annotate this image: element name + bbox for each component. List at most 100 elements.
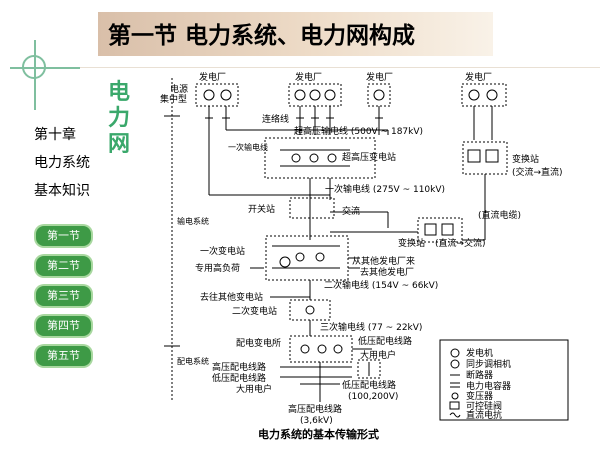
plant-label: 发电厂 — [295, 71, 322, 83]
legend-label: 变压器 — [466, 390, 493, 402]
transformer-icon — [300, 344, 310, 354]
nav-button-section-4[interactable]: 第四节 — [36, 316, 91, 336]
distribution-substation-label: 配电变电所 — [236, 337, 281, 349]
chapter-subtitle: 电力系统 — [34, 155, 90, 171]
power-plant-box — [461, 83, 507, 107]
synchronous-condenser-legend-icon — [450, 359, 460, 369]
page-title: 第一节 电力系统、电力网构成 — [108, 23, 416, 49]
switch-station-label: 开关站 — [248, 203, 275, 215]
large-user-label: 大用电户 — [360, 349, 396, 361]
first-line-label: 一次输电线 (275V ~ 110kV) — [325, 183, 445, 195]
first-substation-box — [265, 235, 349, 281]
label-source-group: 电源集中型 — [160, 83, 188, 105]
thyristor-valve-icon — [441, 223, 454, 236]
legend-label: 可控硅阀 — [466, 400, 502, 412]
decorative-circle — [22, 55, 46, 79]
generator-legend-icon — [450, 348, 460, 358]
thyristor-legend-icon — [449, 401, 460, 410]
converter-mode-label: (交流→直流) — [512, 166, 563, 178]
synchronous-condenser-icon — [279, 256, 291, 268]
plant-label: 发电厂 — [366, 71, 393, 83]
ehv-line-label: 超高压输电线 (500V ~ 187kV) — [294, 125, 423, 137]
legend-label: 电力电容器 — [466, 380, 511, 392]
transformer-icon — [295, 252, 305, 262]
lv-voltage-label: (100,200V) — [348, 392, 398, 402]
ehv-substation-label: 超高压变电站 — [342, 151, 396, 163]
second-line-label: 二次输电线 (154V ~ 66kV) — [324, 279, 438, 291]
dc-reactor-legend-icon — [449, 412, 461, 418]
converter-station-box — [462, 141, 508, 175]
transformer-icon — [333, 344, 343, 354]
transformer-icon — [305, 305, 315, 315]
second-substation-label: 二次变电站 — [232, 305, 277, 317]
power-plant-box — [195, 83, 239, 107]
generator-icon — [324, 89, 336, 101]
transformer-icon — [327, 153, 337, 163]
converter-station2-label: 变换站 — [398, 237, 425, 249]
plant-label: 发电厂 — [199, 71, 226, 83]
large-user2-label: 大用电户 — [236, 383, 272, 395]
side-title-char: 电 — [107, 80, 130, 105]
nav-button-section-1[interactable]: 第一节 — [36, 226, 91, 246]
transformer-icon — [317, 344, 327, 354]
to-other-plant-label: 去其他发电厂 — [360, 266, 414, 278]
nav-button-section-2[interactable]: 第二节 — [36, 256, 91, 276]
legend-label: 同步调相机 — [466, 358, 511, 370]
third-line-label: 三次输电线 (77 ~ 22kV) — [320, 321, 422, 333]
generator-icon — [309, 89, 321, 101]
tie-line-label: 连络线 — [262, 113, 289, 125]
hv-distribution-bottom-label: 高压配电线路 — [288, 403, 342, 415]
switch-station-box — [289, 197, 335, 219]
transformer-legend-icon — [451, 392, 459, 400]
generator-icon — [294, 89, 306, 101]
from-other-plant-label: 从其他发电厂来 — [352, 255, 415, 267]
lv-distribution-line-label: 低压配电线路 — [358, 335, 412, 347]
title-bar — [98, 12, 493, 56]
hv-voltage-label: (3,6kV) — [300, 416, 333, 426]
lv-distribution-line2-label: 低压配电线路 — [212, 372, 266, 384]
generator-icon — [220, 89, 232, 101]
converter-mode2-label: (直流→交流) — [435, 237, 486, 249]
chapter-subtitle: 基本知识 — [34, 183, 90, 199]
ac-label: 交流 — [342, 205, 360, 217]
first-substation-label: 一次变电站 — [200, 245, 245, 257]
nav-button-section-5[interactable]: 第五节 — [36, 346, 91, 366]
thyristor-valve-icon — [424, 223, 437, 236]
second-substation-box — [289, 299, 331, 321]
legend-label: 断路器 — [466, 369, 493, 381]
generator-icon — [468, 89, 480, 101]
ehv-substation-box — [264, 137, 376, 179]
chapter-label: 第十章 — [34, 127, 76, 143]
transformer-icon — [291, 153, 301, 163]
label-distribution-system: 配电系统 — [177, 356, 209, 366]
first-line-vertical-label: 一次输电线 — [228, 142, 268, 152]
distribution-substation-box — [289, 335, 353, 363]
hv-distribution-line-label: 高压配电线路 — [212, 361, 266, 373]
transformer-icon — [315, 252, 325, 262]
special-load-label: 专用高负荷 — [195, 262, 240, 274]
legend-label: 直流电抗 — [466, 409, 502, 421]
lv-distribution-bottom-label: 低压配电线路 — [342, 379, 396, 391]
converter-station-label: 变换站 — [512, 153, 539, 165]
plant-label: 发电厂 — [465, 71, 492, 83]
generator-icon — [373, 89, 385, 101]
side-title-char: 网 — [107, 132, 130, 157]
diagram-caption: 电力系统的基本传输形式 — [258, 427, 379, 441]
thyristor-valve-icon — [467, 149, 481, 163]
decorative-line — [10, 67, 600, 68]
to-other-substation-label: 去往其他变电站 — [200, 291, 263, 303]
side-title: 电 力 网 — [104, 80, 134, 160]
nav-button-section-3[interactable]: 第三节 — [36, 286, 91, 306]
power-plant-box — [288, 83, 342, 107]
label-transmission-system: 输电系统 — [177, 216, 209, 226]
legend-label: 发电机 — [466, 347, 493, 359]
converter-station-box — [417, 217, 463, 243]
power-plant-box — [367, 83, 391, 107]
legend-box — [439, 339, 569, 421]
thyristor-valve-icon — [485, 149, 499, 163]
side-title-char: 力 — [107, 106, 130, 131]
generator-icon — [486, 89, 498, 101]
transformer-icon — [309, 153, 319, 163]
generator-icon — [203, 89, 215, 101]
